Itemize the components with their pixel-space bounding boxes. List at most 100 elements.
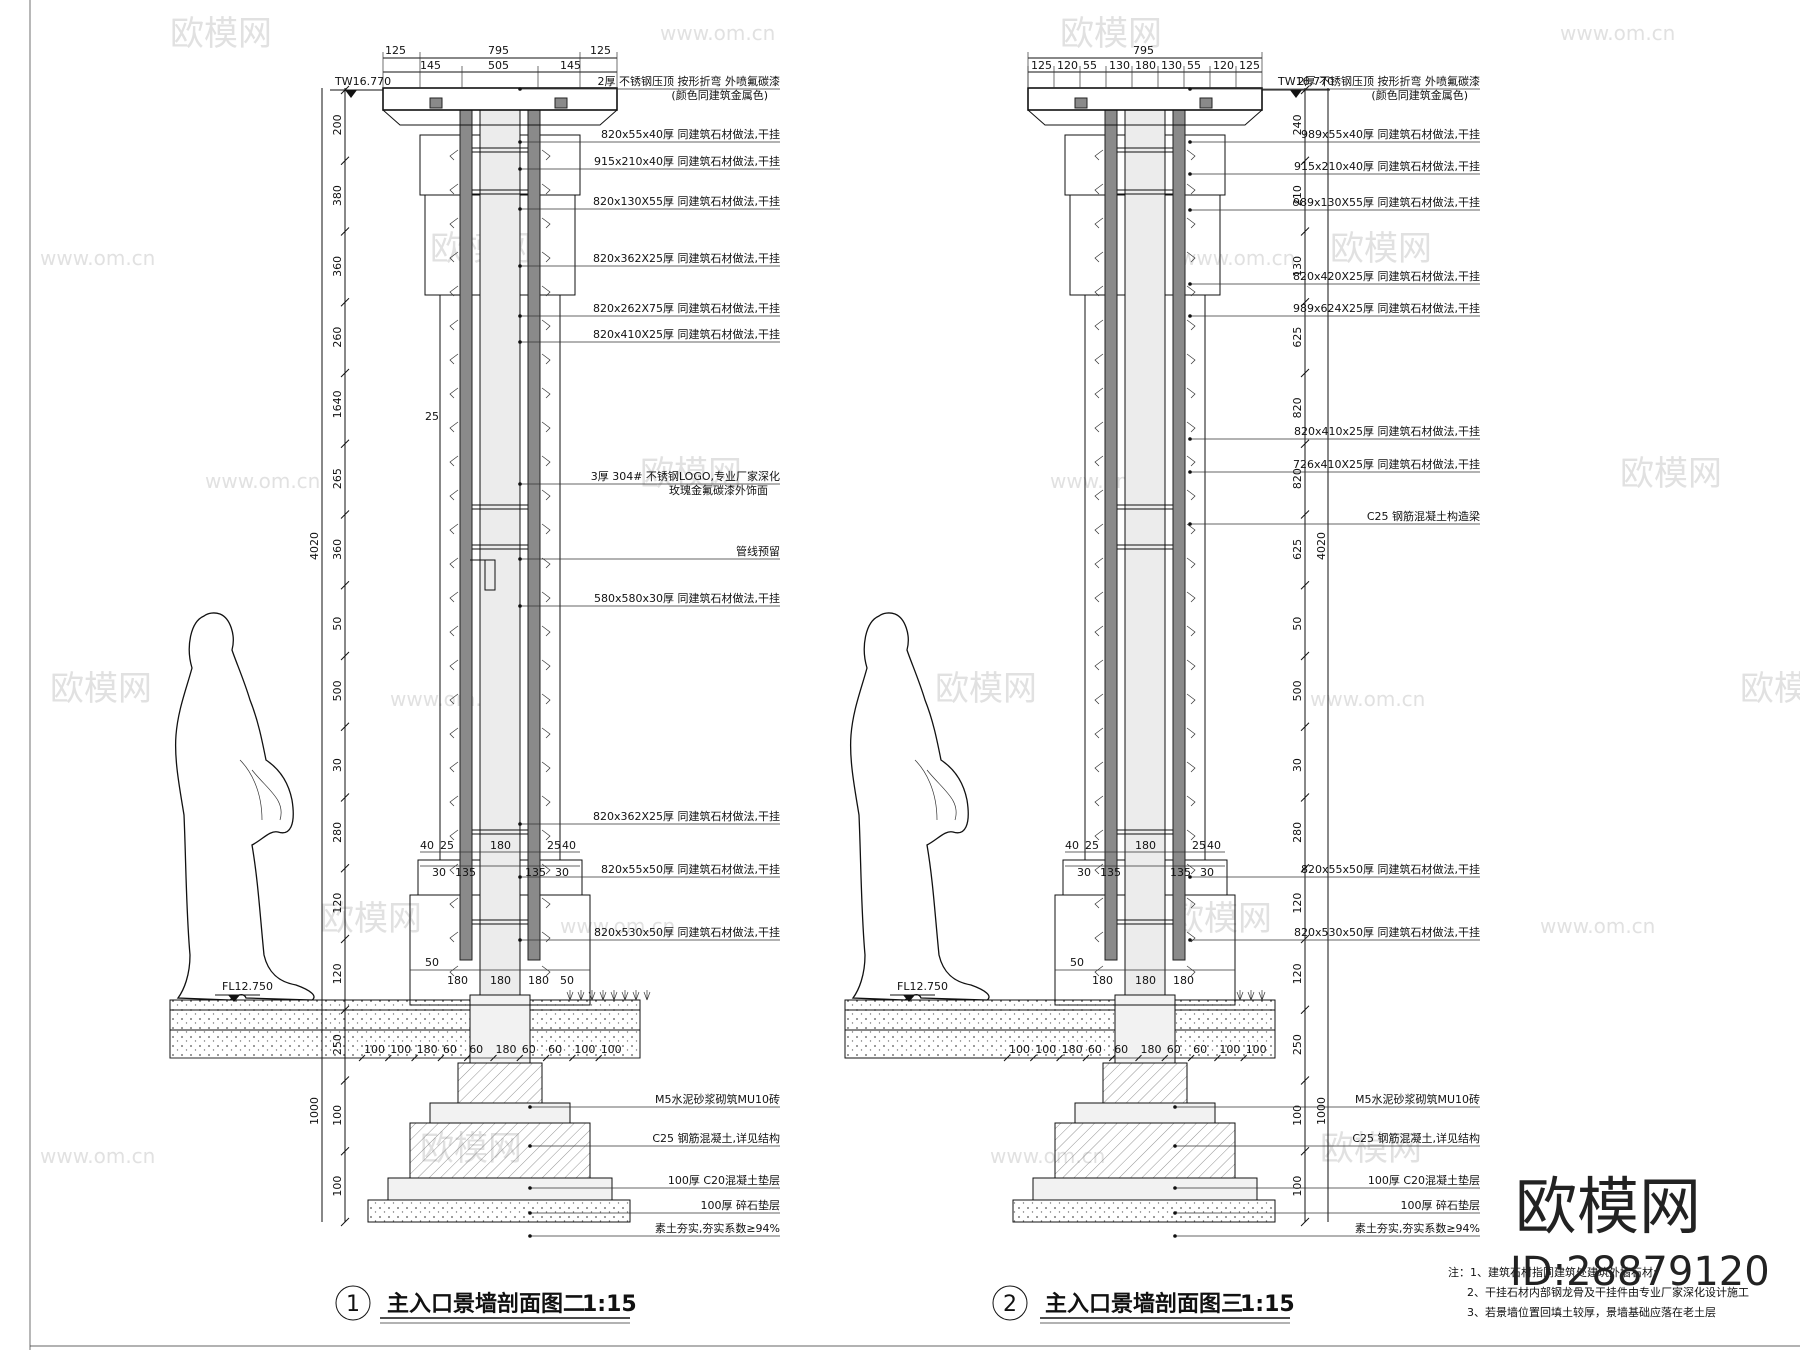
clip-left [1094, 421, 1104, 433]
annotation-text: 915x210x40厚 同建筑石材做法,干挂 [594, 154, 780, 168]
clip-left [1094, 625, 1104, 637]
dim-footing: 60 [1114, 1043, 1128, 1056]
dim-vertical: 100 [1291, 1176, 1304, 1197]
foundation-annotation: 100厚 C20混凝土垫层 [1368, 1173, 1480, 1187]
person-silhouette-1 [174, 612, 315, 1001]
leader-dot [528, 1234, 532, 1238]
clip-right [1186, 149, 1196, 161]
clip-right [541, 421, 551, 433]
clip-right [541, 727, 551, 739]
clip-right [541, 217, 551, 229]
clip-right [541, 625, 551, 637]
dim-base-25-left: 25 [440, 839, 454, 852]
dim-tick [1108, 1054, 1116, 1062]
dim-tick [1300, 510, 1310, 519]
annotation-text: 820x362X25厚 同建筑石材做法,干挂 [593, 809, 780, 823]
dim-tick [1300, 297, 1310, 307]
clip-right [1186, 659, 1196, 671]
dim-vertical: 280 [331, 822, 344, 843]
clip-left [449, 897, 459, 909]
right-vdims-2: 2402101306258208206255050030280120120250… [1291, 85, 1329, 1227]
dim-footing: 180 [1062, 1043, 1083, 1056]
annotation-text: 820x362X25厚 同建筑石材做法,干挂 [593, 251, 780, 265]
dim-tick [340, 793, 350, 802]
clip-left [1094, 965, 1104, 977]
clip-left [1094, 285, 1104, 297]
dim-base-25-right: 25 [547, 839, 561, 852]
dim-vertical: 240 [1291, 114, 1304, 135]
section-title-text-2: 主入口景墙剖面图三 [1045, 1291, 1243, 1317]
top-level-marker-1: TW16.770 [330, 75, 391, 98]
dim-footing: 60 [1167, 1043, 1181, 1056]
clip-left [449, 319, 459, 331]
dim-tick [1300, 934, 1310, 944]
dim-tick [1056, 1054, 1063, 1062]
leader-dot [1173, 1144, 1177, 1148]
clip-right [541, 931, 551, 943]
section-number-1: 1 [346, 1292, 360, 1317]
dim-tick [1135, 1054, 1142, 1062]
dim-plinth-50-left: 50 [425, 956, 439, 969]
dim-top-125-right: 125 [590, 44, 611, 57]
watermark-logo: 欧模网 [1330, 229, 1432, 269]
dim-vertical: 820 [1291, 397, 1304, 418]
leader-dot [518, 557, 522, 561]
dim-base2-180: 180 [1135, 839, 1156, 852]
clip-left [1094, 489, 1104, 501]
dim-top-inner: 180 [1135, 59, 1156, 72]
watermark-logo: 欧模网 [640, 454, 742, 494]
dim-base2-30-left: 30 [1077, 866, 1091, 879]
dim-vertical: 120 [331, 963, 344, 984]
dim-tick [1161, 1054, 1169, 1062]
foundation-annotation: 素土夯实,夯实系数≥94% [655, 1221, 780, 1235]
steel-ties-2 [1117, 147, 1173, 925]
clip-left [1094, 149, 1104, 161]
dim-tick [340, 651, 350, 661]
dim-vertical: 625 [1291, 539, 1304, 560]
leader-dot [518, 938, 522, 942]
clip-left [1094, 523, 1104, 535]
watermark-logo: 欧模网 [1740, 669, 1800, 709]
dim-top-inner: 55 [1187, 59, 1201, 72]
brand-block: 欧模网 ID:28879120 [1510, 1170, 1770, 1295]
leader-dot [1188, 875, 1192, 879]
dim-tick [340, 297, 350, 307]
watermark-url: www.om.cn [560, 914, 675, 938]
annotation-text: 820x55x40厚 同建筑石材做法,干挂 [601, 127, 780, 141]
clip-left [449, 183, 459, 195]
clip-right [1186, 761, 1196, 773]
clip-left [449, 387, 459, 399]
dim-tick [1300, 580, 1310, 590]
clip-right [541, 761, 551, 773]
dim-footing: 180 [417, 1043, 438, 1056]
dim-vertical: 250 [331, 1034, 344, 1055]
clip-left [1094, 761, 1104, 773]
dim-tick [1300, 368, 1310, 378]
clip-left [449, 149, 459, 161]
dim-footing: 100 [1246, 1043, 1267, 1056]
annotation-text: 989x55x40厚 同建筑石材做法,干挂 [1301, 127, 1480, 141]
clip-left [1094, 829, 1104, 841]
watermark-logo: 欧模网 [50, 669, 152, 709]
section-title-1: 1 主入口景墙剖面图二 1:15 [335, 1285, 637, 1324]
dim-top-inner: 130 [1109, 59, 1130, 72]
leader-dot [1188, 208, 1192, 212]
annotation-text: 2厚 不锈钢压顶 按形折弯 外喷氟碳漆 [598, 74, 781, 88]
clip-left [1094, 319, 1104, 331]
dim-footing: 60 [522, 1043, 536, 1056]
dim-tick [358, 1054, 366, 1062]
clip-right [541, 353, 551, 365]
clip-right [541, 523, 551, 535]
dim-base-30-left: 30 [432, 866, 446, 879]
clip-right [541, 693, 551, 705]
clip-left [449, 523, 459, 535]
dim-vertical: 265 [331, 468, 344, 489]
steel-ties-1 [472, 147, 528, 925]
dim-footing: 180 [1141, 1043, 1162, 1056]
dim-vertical: 120 [1291, 893, 1304, 914]
base-dims-2: 40 25 180 25 40 30 135 135 30 50 180 180… [1055, 839, 1235, 987]
dim-vertical: 30 [1291, 758, 1304, 772]
leader-dot [1188, 172, 1192, 176]
